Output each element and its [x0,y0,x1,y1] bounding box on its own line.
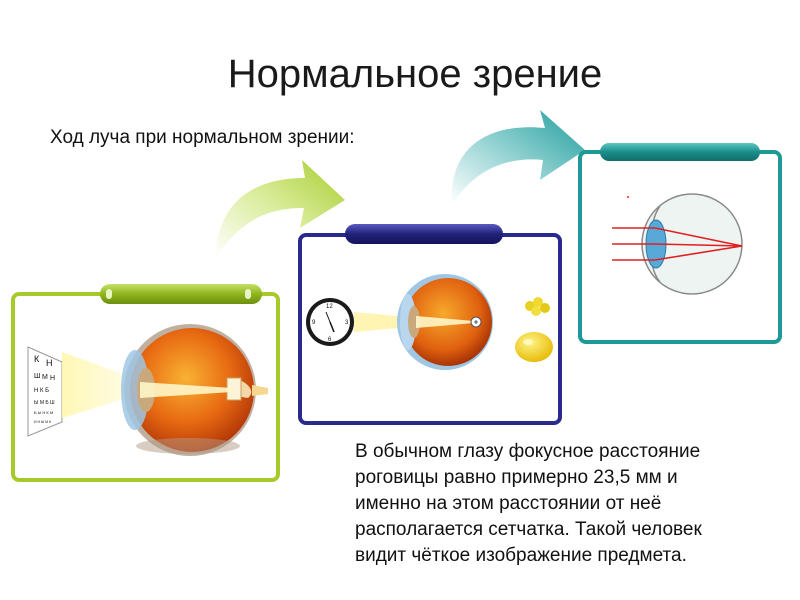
panel-right-header-bar [600,143,760,161]
panel-middle-header-bar [345,224,503,244]
svg-text:И Н Ш М К: И Н Ш М К [34,420,52,424]
eye-cross-section-small [397,274,493,370]
eye-diagram-right [612,193,743,295]
page-title: Нормальное зрение [227,52,603,96]
eye-chart-letter: Н [50,375,55,382]
arrow-teal-icon [451,110,585,205]
clock-number: 3 [345,320,349,326]
lemon-icon [515,332,553,362]
description-line: располагается сетчатка. Такой человек [355,519,702,540]
eye-chart-letter: Ш [34,373,40,380]
clock-number: 9 [312,320,316,326]
description-line: видит чёткое изображение предмета. [355,545,687,566]
svg-text:Ы М Б Ш: Ы М Б Ш [34,400,55,406]
eye-chart-letter: М [42,374,48,381]
description-paragraph: В обычном глазу фокусное расстояние рого… [355,439,775,569]
svg-text:Н: Н [46,358,53,368]
svg-text:Б Ы Н К М: Б Ы Н К М [34,410,53,415]
subtitle: Ход луча при нормальном зрении: [50,127,355,148]
eye-cross-section-large [121,324,268,456]
description-line: В обычном глазу фокусное расстояние [355,441,701,462]
clock-icon: 12 3 6 9 [306,298,354,346]
description-line: именно на этом расстоянии от неё [355,493,662,514]
description-line: роговицы равно примерно 23,5 мм и [355,467,678,488]
grapes-icon [525,297,550,316]
svg-text:Н К Б: Н К Б [34,388,49,394]
clock-number: 6 [328,337,332,343]
arrow-green-icon [215,160,345,258]
clock-number: 12 [326,304,333,310]
eye-chart-letter: К [34,354,40,364]
light-beam-left [62,352,140,418]
eye-chart-icon: К Н Ш М Н Н К Б Ы М Б Ш Б Ы Н К М И Н Ш … [27,346,63,437]
panel-left-header-bar [100,284,262,304]
